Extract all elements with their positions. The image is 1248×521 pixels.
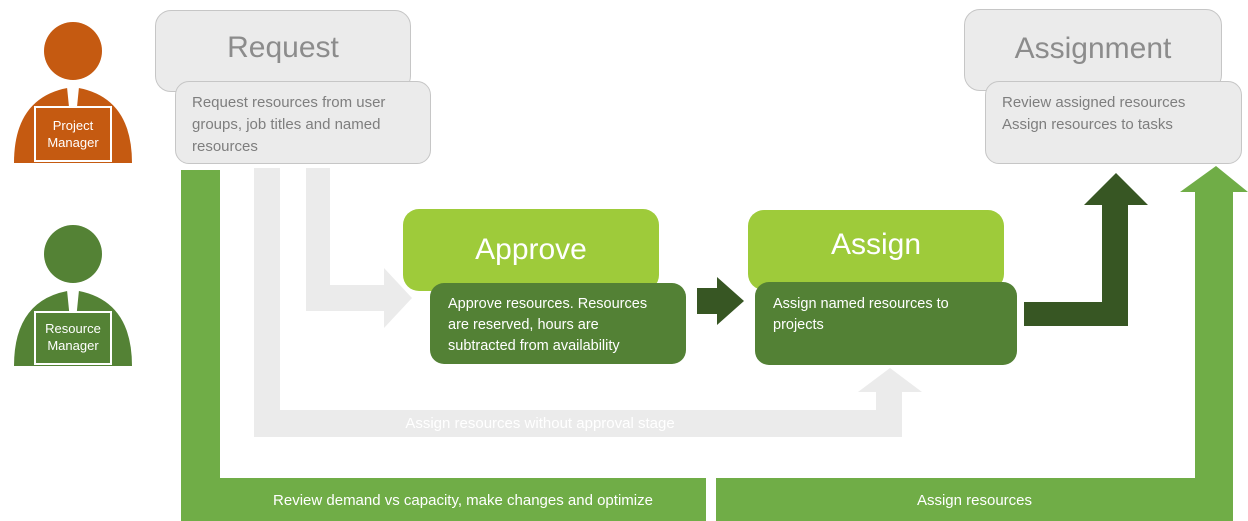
assign-stage-title: Assign	[748, 210, 1004, 290]
assign-stage-description: Assign named resources to projects	[755, 282, 1017, 365]
request-to-approve-arrow	[306, 168, 412, 328]
approve-desc-line-1: Approve resources. Resources	[448, 296, 648, 312]
assignment-stage-description: Review assigned resources Assign resourc…	[985, 81, 1242, 164]
assign-desc-line-2: projects	[773, 317, 824, 334]
approve-stage-title: Approve	[403, 209, 659, 291]
assignment-stage-title: Assignment	[964, 9, 1222, 91]
project-manager-label-line2: Manager	[47, 134, 99, 150]
approve-desc-line-2: are reserved, hours are	[448, 317, 599, 334]
assign-to-assignment-arrow	[1024, 173, 1148, 326]
resource-manager-label-line1: Resource	[45, 321, 101, 336]
resource-manager-label-line2: Manager	[47, 337, 99, 353]
assignment-title-text: Assignment	[1014, 32, 1172, 65]
request-stage-title: Request	[155, 10, 411, 92]
approve-desc-line-3: subtracted from availability	[448, 338, 620, 355]
bypass-approval-label: Assign resources without approval stage	[405, 414, 675, 432]
project-manager-icon	[14, 22, 132, 163]
request-desc-line-1: Request resources from user	[192, 94, 386, 111]
request-stage-description: Request resources from user groups, job …	[175, 81, 431, 164]
assignment-desc-line-2: Assign resources to tasks	[1002, 115, 1173, 133]
approve-title-text: Approve	[475, 233, 587, 266]
review-loop-label: Review demand vs capacity, make changes …	[273, 492, 653, 509]
approve-to-assign-arrow	[697, 277, 744, 325]
resource-manager-label: Resource Manager	[36, 321, 110, 355]
request-desc-line-3: resources	[192, 137, 258, 155]
assign-title-text: Assign	[830, 228, 922, 261]
request-desc-line-2: groups, job titles and named	[192, 115, 381, 133]
resource-manager-icon	[14, 225, 132, 366]
project-manager-label: Project Manager	[36, 118, 110, 152]
assignment-desc-line-1: Review assigned resources	[1002, 94, 1186, 111]
review-loop-arrow	[181, 170, 706, 521]
request-title-text: Request	[227, 31, 339, 64]
assign-resources-arrow	[716, 166, 1248, 521]
bypass-approval-arrow	[254, 168, 922, 437]
assign-resources-label: Assign resources	[916, 492, 1033, 509]
project-manager-label-line1: Project	[52, 118, 94, 133]
approve-stage-description: Approve resources. Resources are reserve…	[430, 283, 686, 364]
assign-desc-line-1: Assign named resources to	[773, 296, 949, 312]
